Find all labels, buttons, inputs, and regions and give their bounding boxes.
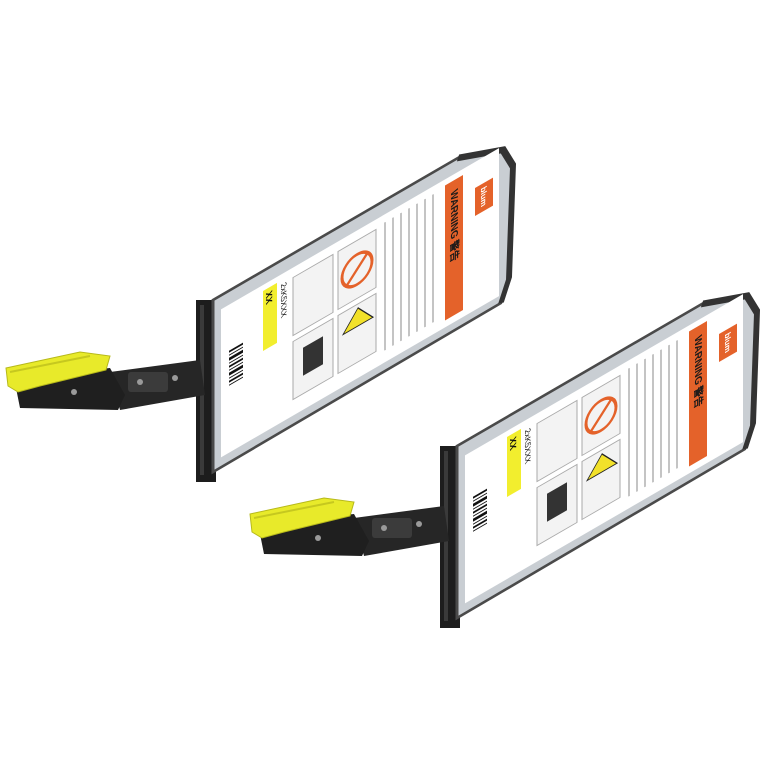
size-label	[507, 428, 521, 498]
housing-end-cap	[700, 292, 761, 450]
pictogram-box	[292, 253, 334, 337]
warning-band	[445, 175, 463, 321]
prohibited-icon	[340, 250, 374, 289]
blum-logo	[475, 177, 493, 217]
warning-title: WARNING 警告	[448, 186, 461, 265]
lever-ridge	[253, 501, 335, 519]
blum-logo	[719, 323, 737, 363]
size-code: XX	[263, 289, 273, 307]
part-number: 2xK5XXX	[523, 426, 532, 466]
instruction-text	[384, 194, 434, 351]
yellow-lever[interactable]	[5, 351, 111, 393]
pictogram-box	[536, 399, 578, 483]
lift-mechanism-unit: WARNING 警告 blum XX 2xK5XXX	[249, 292, 761, 628]
warning-band	[689, 321, 707, 467]
barcode	[229, 342, 243, 386]
housing-end-cap	[456, 146, 517, 304]
blum-logo-text: blum	[723, 330, 732, 355]
lever-ridge	[9, 355, 91, 373]
size-label	[263, 282, 277, 352]
yellow-lever[interactable]	[249, 497, 355, 539]
warning-title: WARNING 警告	[692, 332, 705, 411]
warning-triangle-icon	[585, 453, 619, 482]
instruction-text	[628, 340, 678, 497]
prohibited-icon	[584, 396, 618, 435]
lift-mechanism-unit: WARNING 警告 blum XX 2xK5XXX	[5, 146, 517, 482]
barcode	[473, 488, 487, 532]
part-number: 2xK5XXX	[279, 280, 288, 320]
blum-logo-text: blum	[479, 184, 488, 209]
size-code: XX	[507, 435, 517, 453]
warning-triangle-icon	[341, 307, 375, 336]
